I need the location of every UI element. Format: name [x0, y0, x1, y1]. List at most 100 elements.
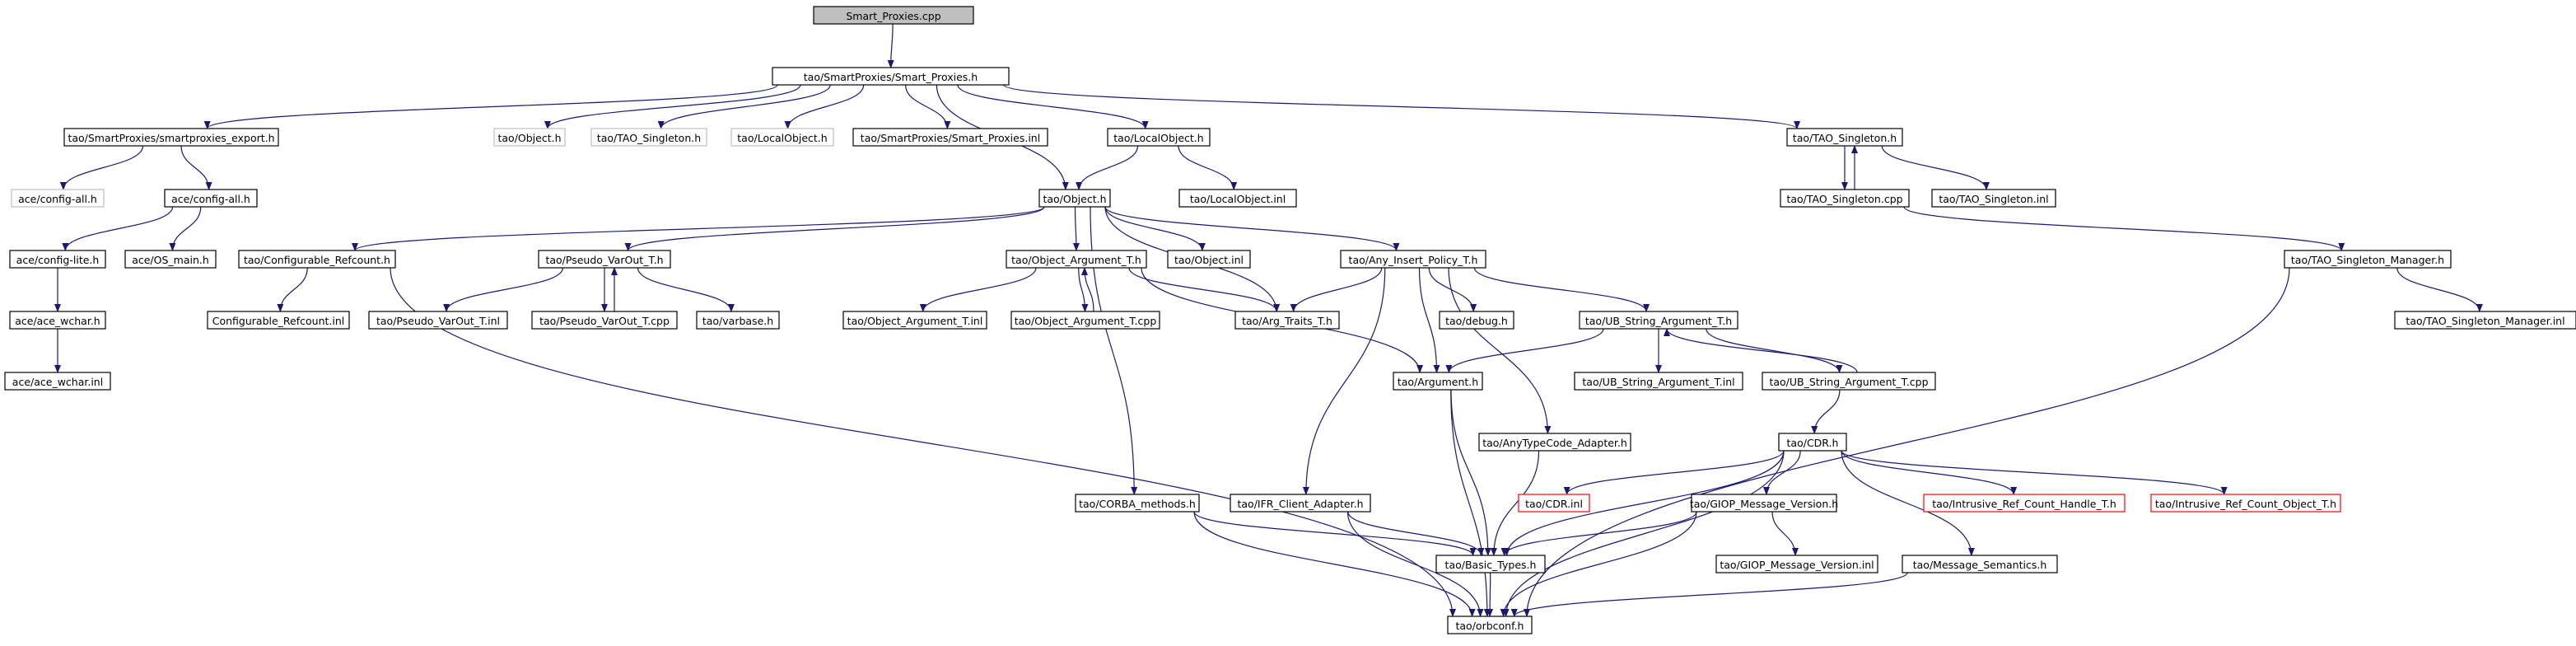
- node-label: tao/Arg_Traits_T.h: [1242, 315, 1332, 327]
- node-pseudo_inl[interactable]: tao/Pseudo_VarOut_T.inl: [368, 311, 508, 330]
- node-label: tao/Any_Insert_Policy_T.h: [1349, 254, 1478, 266]
- node-export[interactable]: tao/SmartProxies/smartproxies_export.h: [63, 128, 279, 147]
- node-debug[interactable]: tao/debug.h: [1439, 311, 1514, 330]
- node-giop[interactable]: tao/GIOP_Message_Version.h: [1690, 494, 1838, 513]
- node-box: [1518, 494, 1590, 513]
- edge-taosing-to-taosing_inl: [1881, 145, 1990, 190]
- node-label: tao/LocalObject.h: [737, 132, 827, 144]
- edge-giop-to-basic: [1500, 511, 1697, 556]
- node-box: [1780, 189, 1910, 208]
- node-object[interactable]: tao/Object.h: [1038, 189, 1111, 208]
- node-cfglite[interactable]: ace/config-lite.h: [9, 250, 106, 269]
- node-objarg[interactable]: tao/Object_Argument_T.h: [1006, 250, 1147, 269]
- node-label: tao/Object.h: [497, 132, 561, 144]
- node-orbconf[interactable]: tao/orbconf.h: [1447, 616, 1533, 634]
- node-sp_h[interactable]: tao/SmartProxies/Smart_Proxies.h: [772, 67, 1010, 86]
- node-label: tao/Object_Argument_T.inl: [847, 315, 983, 327]
- node-box: [1478, 433, 1631, 452]
- file-nodes: Smart_Proxies.cpp tao/SmartProxies/Smart_…: [4, 6, 2576, 634]
- node-acewchar_inl[interactable]: ace/ace_wchar.inl: [4, 372, 111, 391]
- node-label: tao/Pseudo_VarOut_T.inl: [376, 315, 500, 327]
- node-label: tao/UB_String_Argument_T.inl: [1582, 376, 1734, 388]
- edge-argument-to-orbconf: [1450, 389, 1491, 617]
- node-intrh[interactable]: tao/Intrusive_Ref_Count_Handle_T.h: [1923, 494, 2126, 513]
- node-label: tao/SmartProxies/Smart_Proxies.h: [804, 71, 978, 83]
- node-corbam[interactable]: tao/CORBA_methods.h: [1075, 494, 1200, 513]
- node-cdr_inl[interactable]: tao/CDR.inl: [1518, 494, 1590, 513]
- node-argument[interactable]: tao/Argument.h: [1393, 372, 1483, 391]
- node-osmain[interactable]: ace/OS_main.h: [124, 250, 217, 269]
- node-confref[interactable]: tao/Configurable_Refcount.h: [238, 250, 396, 269]
- node-label: tao/SmartProxies/smartproxies_export.h: [68, 132, 274, 144]
- node-label: tao/debug.h: [1445, 315, 1508, 327]
- node-varbase[interactable]: tao/varbase.h: [696, 311, 780, 330]
- edge-taosing_cpp-to-singmgr: [1903, 206, 2345, 251]
- node-obj_h_gray: tao/Object.h: [493, 128, 566, 147]
- edge-ifr-to-basic: [1347, 511, 1485, 556]
- node-box: [1923, 494, 2126, 513]
- node-box: [1447, 616, 1533, 634]
- edge-confref-to-confref_inl: [277, 267, 308, 312]
- node-box: [1178, 189, 1297, 208]
- node-basic[interactable]: tao/Basic_Types.h: [1435, 555, 1546, 573]
- node-pseudo_cpp[interactable]: tao/Pseudo_VarOut_T.cpp: [531, 311, 678, 330]
- node-anytc[interactable]: tao/AnyTypeCode_Adapter.h: [1478, 433, 1631, 452]
- edge-object-to-confref: [352, 206, 1045, 251]
- node-root[interactable]: Smart_Proxies.cpp: [813, 6, 974, 25]
- edge-objarg-to-objarg_inl: [919, 267, 1037, 312]
- node-objarg_cpp[interactable]: tao/Object_Argument_T.cpp: [1010, 311, 1160, 330]
- node-box: [1715, 555, 1878, 573]
- node-box: [2150, 494, 2341, 513]
- node-cfgall[interactable]: ace/config-all.h: [164, 189, 258, 208]
- node-cdr[interactable]: tao/CDR.h: [1778, 433, 1847, 452]
- node-box: [2284, 250, 2452, 269]
- node-localobj[interactable]: tao/LocalObject.h: [1107, 128, 1211, 147]
- node-box: [1010, 311, 1160, 330]
- edge-objarg-to-objarg_cpp: [1078, 267, 1089, 312]
- dependency-edges: [54, 23, 2483, 617]
- node-taosing_cpp[interactable]: tao/TAO_Singleton.cpp: [1780, 189, 1910, 208]
- edge-localobj-to-object: [1076, 145, 1139, 190]
- edge-ubstr-to-ubstr_cpp: [1706, 328, 1843, 373]
- node-giop_inl[interactable]: tao/GIOP_Message_Version.inl: [1715, 555, 1878, 573]
- node-ubstr_inl[interactable]: tao/UB_String_Argument_T.inl: [1574, 372, 1743, 391]
- edge-ubstr_cpp-to-cdr: [1811, 389, 1841, 434]
- edge-objarg_cpp-to-objarg: [1081, 267, 1094, 312]
- node-msgsem[interactable]: tao/Message_Semantics.h: [1902, 555, 2058, 573]
- node-ubstr[interactable]: tao/UB_String_Argument_T.h: [1579, 311, 1738, 330]
- node-objarg_inl[interactable]: tao/Object_Argument_T.inl: [842, 311, 987, 330]
- node-ifr[interactable]: tao/IFR_Client_Adapter.h: [1230, 494, 1371, 513]
- node-box: [1230, 494, 1371, 513]
- node-taosing[interactable]: tao/TAO_Singleton.h: [1786, 128, 1903, 147]
- node-label: tao/CDR.h: [1787, 437, 1839, 449]
- edge-pseudo-to-varbase: [637, 267, 735, 312]
- node-object_inl[interactable]: tao/Object.inl: [1167, 250, 1251, 269]
- node-cfgall_gray: ace/config-all.h: [11, 189, 105, 208]
- node-box: [1234, 311, 1340, 330]
- node-label: tao/TAO_Singleton.h: [1793, 132, 1897, 144]
- node-label: Configurable_Refcount.inl: [212, 315, 345, 327]
- node-singmgr_inl[interactable]: tao/TAO_Singleton_Manager.inl: [2394, 311, 2576, 330]
- node-box: [1786, 128, 1903, 147]
- node-singmgr[interactable]: tao/TAO_Singleton_Manager.h: [2284, 250, 2452, 269]
- node-ubstr_cpp[interactable]: tao/UB_String_Argument_T.cpp: [1762, 372, 1936, 391]
- edge-cdr-to-basic: [1503, 450, 1785, 556]
- node-label: tao/Basic_Types.h: [1445, 559, 1537, 571]
- node-pseudo[interactable]: tao/Pseudo_VarOut_T.h: [538, 250, 671, 269]
- node-taosing_inl[interactable]: tao/TAO_Singleton.inl: [1931, 189, 2056, 208]
- edge-cdr-to-intrh: [1841, 450, 2018, 495]
- edge-anyins-to-ubstr: [1473, 267, 1650, 312]
- node-acewchar[interactable]: ace/ace_wchar.h: [9, 311, 106, 330]
- node-box: [2394, 311, 2576, 330]
- edge-sp_h-to-taosing_gray: [657, 84, 831, 129]
- edge-cdr-to-cdr_inl: [1563, 450, 1785, 495]
- node-anyins[interactable]: tao/Any_Insert_Policy_T.h: [1340, 250, 1486, 269]
- node-label: tao/SmartProxies/Smart_Proxies.inl: [861, 132, 1040, 144]
- node-intro[interactable]: tao/Intrusive_Ref_Count_Object_T.h: [2150, 494, 2341, 513]
- node-confref_inl[interactable]: Configurable_Refcount.inl: [207, 311, 350, 330]
- node-sp_inl[interactable]: tao/SmartProxies/Smart_Proxies.inl: [852, 128, 1048, 147]
- node-localobj_gray: tao/LocalObject.h: [730, 128, 834, 147]
- node-argtraits[interactable]: tao/Arg_Traits_T.h: [1234, 311, 1340, 330]
- node-localobj_inl[interactable]: tao/LocalObject.inl: [1178, 189, 1297, 208]
